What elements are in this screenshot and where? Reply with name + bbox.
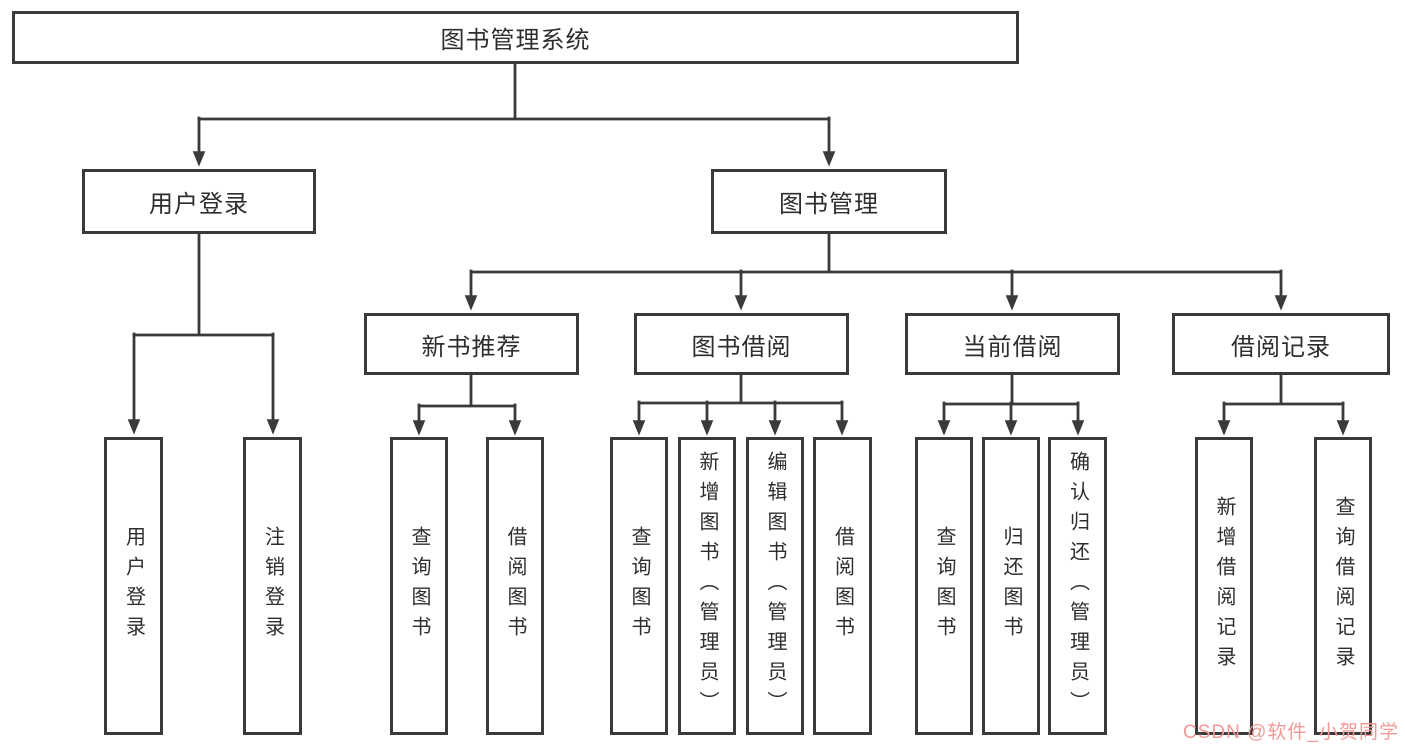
leaf-records-query-record: 查询借阅记录 [1314, 437, 1372, 735]
leaf-borrow-edit-books-admin: 编辑图书（管理员） [746, 437, 804, 735]
edge-records-trunk [1222, 373, 1345, 406]
node-book-management: 图书管理 [711, 169, 947, 234]
edge-borrow-trunk [637, 373, 844, 405]
leaf-records-add-record: 新增借阅记录 [1195, 437, 1253, 735]
leaf-borrow-edit-books-admin-label: 编辑图书（管理员） [764, 451, 786, 721]
leaf-borrow-add-books-admin-label: 新增图书（管理员） [696, 451, 718, 721]
edge-manage-trunk [469, 232, 1283, 274]
leaf-borrow-borrow-books: 借阅图书 [813, 437, 872, 735]
leaf-borrow-query-books-label: 查询图书 [628, 526, 650, 646]
node-borrow-records-label: 借阅记录 [1231, 333, 1331, 361]
node-borrow-records: 借阅记录 [1172, 313, 1390, 375]
leaf-current-return-books: 归还图书 [982, 437, 1040, 735]
leaf-borrow-query-books: 查询图书 [610, 437, 668, 735]
leaf-newbook-query-books: 查询图书 [390, 437, 448, 735]
leaf-user-login-label: 用户登录 [122, 526, 145, 646]
node-book-borrow: 图书借阅 [634, 313, 849, 375]
node-user-login-label: 用户登录 [149, 191, 249, 218]
node-new-book-recommend: 新书推荐 [364, 313, 579, 375]
node-current-borrow-label: 当前借阅 [962, 333, 1063, 361]
edge-current-trunk [942, 373, 1080, 406]
edge-login-trunk [132, 232, 275, 337]
leaf-newbook-borrow-books-label: 借阅图书 [504, 526, 526, 646]
node-book-borrow-label: 图书借阅 [691, 333, 792, 361]
edge-newbook-trunk [417, 373, 517, 408]
leaf-newbook-borrow-books: 借阅图书 [486, 437, 544, 735]
leaf-current-query-books: 查询图书 [915, 437, 973, 735]
leaf-logout-label: 注销登录 [261, 526, 284, 646]
leaf-current-query-books-label: 查询图书 [933, 526, 955, 646]
leaf-records-query-record-label: 查询借阅记录 [1332, 496, 1354, 676]
node-root: 图书管理系统 [12, 11, 1019, 64]
leaf-newbook-query-books-label: 查询图书 [408, 526, 430, 646]
leaf-records-add-record-label: 新增借阅记录 [1213, 496, 1235, 676]
watermark: CSDN @软件_小贺同学 [1183, 722, 1399, 743]
node-root-label: 图书管理系统 [440, 27, 591, 54]
leaf-current-confirm-return-admin: 确认归还（管理员） [1048, 437, 1107, 735]
leaf-borrow-add-books-admin: 新增图书（管理员） [678, 437, 736, 735]
leaf-current-return-books-label: 归还图书 [1000, 526, 1022, 646]
leaf-borrow-borrow-books-label: 借阅图书 [831, 526, 854, 646]
node-book-management-label: 图书管理 [779, 191, 879, 218]
node-user-login: 用户登录 [82, 169, 316, 234]
edge-root-trunk [197, 62, 831, 121]
node-new-book-recommend-label: 新书推荐 [421, 333, 522, 361]
node-current-borrow: 当前借阅 [905, 313, 1120, 375]
leaf-user-login: 用户登录 [104, 437, 163, 735]
leaf-current-confirm-return-admin-label: 确认归还（管理员） [1066, 451, 1089, 721]
leaf-logout: 注销登录 [243, 437, 302, 735]
